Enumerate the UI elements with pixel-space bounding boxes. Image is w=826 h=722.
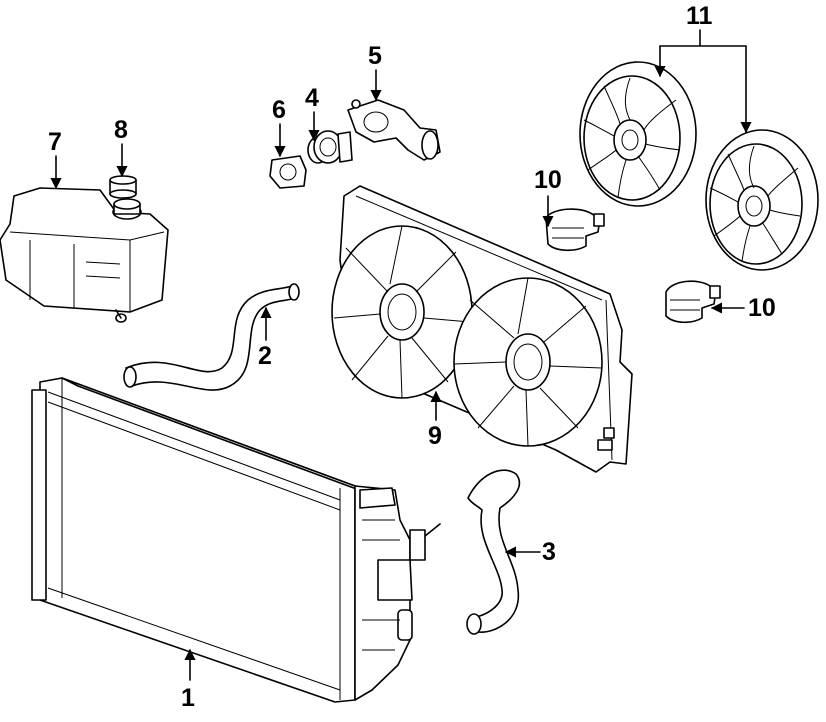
callout-7: 7 [48,128,62,156]
sensor-upper [545,208,605,252]
callout-3: 3 [542,538,556,566]
callout-9: 9 [428,422,442,450]
reservoir-cap [109,175,137,199]
thermostat-gasket [269,155,307,189]
radiator [31,377,441,703]
callout-8: 8 [114,116,128,144]
callout-1: 1 [181,684,195,712]
leader-11 [654,29,752,134]
thermostat-housing [347,99,441,161]
callout-5: 5 [368,42,382,70]
fan-blade-upper [579,61,697,207]
callout-6: 6 [272,96,286,124]
fan-shroud-assembly [331,185,633,473]
coolant-reservoir [0,187,169,323]
thermostat [307,130,353,164]
callout-10-lower: 10 [748,294,776,322]
upper-radiator-hose [123,283,300,391]
sensor-lower [665,280,721,324]
lower-radiator-hose [466,469,521,635]
callout-10-upper: 10 [534,166,562,194]
callout-2: 2 [258,342,272,370]
callout-11: 11 [686,2,713,30]
callout-4: 4 [305,84,319,112]
fan-blade-lower [705,129,819,271]
